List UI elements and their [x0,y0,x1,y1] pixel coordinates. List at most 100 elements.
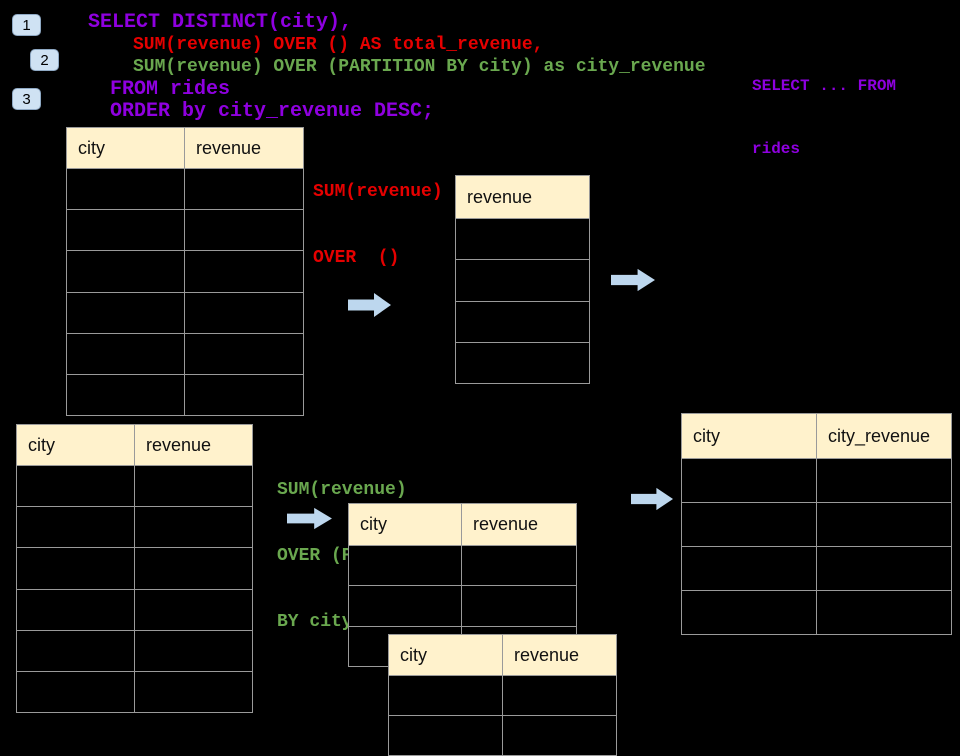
sql-line-sum-total: SUM(revenue) OVER () AS total_revenue, [133,35,544,55]
table-row [682,591,951,634]
column-header-revenue: revenue [196,137,262,158]
table-revenue-only-header: revenue [456,176,589,219]
slide-canvas: 1 2 3 SELECT DISTINCT(city), SUM(revenue… [12,12,952,756]
table-row [349,546,576,587]
table-cell-empty [462,546,576,585]
table-cell-empty [67,251,185,292]
table-cell-empty [185,169,303,209]
table-rides-top-body [67,169,303,416]
table-cell-empty [17,671,135,713]
table-cell-empty [817,459,951,502]
table-revenue-only-body [456,219,589,383]
table-cell-empty [135,548,252,588]
table-cell-empty [349,586,462,626]
column-header-revenue: revenue [467,186,533,207]
table-rides-bottom: city revenue [16,424,253,713]
annotation-partition-line-1: SUM(revenue) [277,480,407,500]
arrow-right-icon [348,293,391,317]
table-cell-empty [17,466,135,507]
side-note-line-1: SELECT ... FROM [752,77,897,95]
step-badge-2-label: 2 [40,51,49,69]
table-cell-empty [503,676,616,715]
table-row [17,671,252,713]
side-note-line-2: rides [752,140,801,158]
column-header-city-revenue: city_revenue [828,425,931,446]
sql-line-sum-partition: SUM(revenue) OVER (PARTITION BY city) as… [133,57,706,77]
table-row [67,210,303,252]
table-cell-empty [135,631,252,671]
table-cell-empty [389,716,503,755]
column-header-city: city [67,128,185,168]
step-badge-3: 3 [12,88,41,110]
table-row [349,586,576,627]
table-row [456,343,589,383]
annotation-total-revenue: SUM(revenue) OVER () [313,137,443,313]
table-row [17,466,252,508]
table-row [17,507,252,549]
table-cell-empty [682,591,817,634]
annotation-total-line-1: SUM(revenue) [313,182,443,202]
table-partition-group-1-header: city revenue [349,504,576,546]
table-row [682,547,951,591]
table-cell-empty [682,459,817,502]
table-row [682,459,951,503]
table-row [456,302,589,343]
table-cell-empty [17,548,135,589]
table-cell-empty [349,546,462,586]
table-cell-empty [456,260,589,300]
table-cell-empty [185,375,303,415]
table-cell-empty [817,503,951,546]
table-partition-group-2-header: city revenue [389,635,616,676]
table-rides-top: city revenue [66,127,304,416]
table-row [67,292,303,334]
table-cell-empty [67,374,185,416]
table-row [67,333,303,375]
table-row [67,169,303,211]
table-cell-empty [456,343,589,383]
annotation-total-line-2: OVER () [313,248,400,268]
table-row [17,548,252,590]
table-rides-bottom-header: city revenue [17,425,252,466]
table-cell-empty [135,590,252,630]
table-row [67,374,303,416]
table-row [389,676,616,716]
table-cell-empty [17,589,135,630]
step-badge-2: 2 [30,49,59,71]
column-header-city: city [17,425,135,465]
column-header-revenue: revenue [514,644,580,665]
table-cell-empty [185,210,303,250]
arrow-right-icon [611,268,655,292]
table-revenue-only: revenue [455,175,590,384]
table-cell-empty [185,251,303,291]
table-cell-empty [185,293,303,333]
table-row [17,589,252,631]
arrow-right-icon [631,487,674,511]
table-cell-empty [462,586,576,625]
table-cell-empty [456,302,589,342]
sql-line-order-by: ORDER by city_revenue DESC; [110,100,435,123]
table-row [17,630,252,672]
table-cell-empty [67,169,185,210]
column-header-city: city [389,635,503,675]
step-badge-3-label: 3 [22,90,31,108]
table-row [682,503,951,547]
arrow-right-icon [287,507,332,530]
table-city-revenue-result-header: city city_revenue [682,414,951,459]
step-badge-1: 1 [12,14,41,36]
table-cell-empty [67,292,185,333]
table-partition-group-2-body [389,676,616,755]
table-city-revenue-result: city city_revenue [681,413,952,635]
table-cell-empty [503,716,616,755]
table-cell-empty [135,466,252,506]
table-rides-bottom-body [17,466,252,713]
table-cell-empty [17,630,135,671]
table-city-revenue-result-body [682,459,951,634]
table-row [389,716,616,755]
table-cell-empty [67,210,185,251]
table-cell-empty [817,591,951,634]
table-cell-empty [185,334,303,374]
table-partition-group-2: city revenue [388,634,617,756]
table-cell-empty [135,672,252,712]
table-row [67,251,303,293]
table-cell-empty [67,333,185,374]
